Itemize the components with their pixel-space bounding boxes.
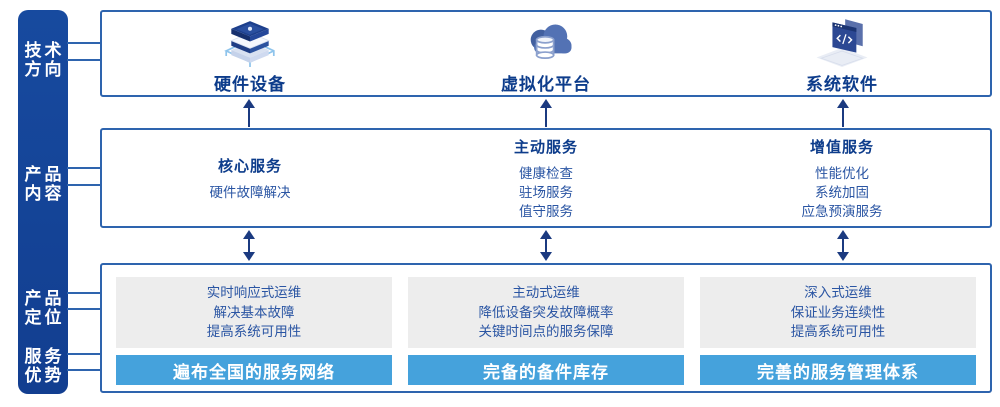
service-item: 健康检查 (519, 165, 573, 181)
connector-line (67, 59, 102, 61)
service-heading: 主动服务 (513, 138, 578, 156)
connector-line (67, 292, 102, 294)
rail-label-line: 方向 (24, 60, 65, 79)
positioning-panel: 主动式运维 降低设备突发故障概率 关键时间点的服务保障 (408, 277, 684, 348)
connector-line (67, 42, 102, 44)
advantage-bar: 完备的备件库存 (408, 355, 684, 385)
advantage-bar: 遍布全国的服务网络 (116, 355, 392, 385)
positioning-panel: 深入式运维 保证业务连续性 提高系统可用性 (700, 277, 976, 348)
double-arrow-icon (243, 230, 255, 261)
left-rail: 技术 方向 产品 内容 产品 定位 服务 优势 (18, 10, 68, 394)
positioning-line: 实时响应式运维 (206, 285, 302, 301)
service-col-value-added: 增值服务 性能优化 系统加固 应急预演服务 (694, 130, 990, 226)
service-item: 应急预演服务 (801, 203, 883, 219)
positioning-line: 关键时间点的服务保障 (478, 324, 614, 340)
product-content-box: 核心服务 硬件故障解决 主动服务 健康检查 驻场服务 值守服务 增值服务 性能优… (100, 128, 992, 228)
rail-label-line: 定位 (24, 308, 65, 327)
service-item: 硬件故障解决 (209, 184, 291, 200)
positioning-line: 提高系统可用性 (790, 324, 886, 340)
positioning-line: 深入式运维 (804, 285, 872, 301)
tech-col-virtualization: 虚拟化平台 (398, 12, 694, 95)
code-window-icon (816, 19, 868, 67)
positioning-line: 解决基本故障 (213, 304, 295, 320)
service-item: 值守服务 (519, 203, 573, 219)
positioning-col-deep: 深入式运维 保证业务连续性 提高系统可用性 完善的服务管理体系 (700, 277, 976, 385)
tech-direction-box: 硬件设备 虚拟化平台 (100, 10, 992, 97)
service-col-core: 核心服务 硬件故障解决 (102, 130, 398, 226)
up-arrow-icon (540, 99, 552, 127)
positioning-line: 主动式运维 (512, 285, 580, 301)
rail-label-line: 服务 (24, 347, 65, 366)
double-arrow-icon (540, 230, 552, 261)
rail-label-line: 产品 (24, 165, 65, 184)
tech-label: 硬件设备 (214, 75, 286, 94)
service-item: 驻场服务 (519, 184, 573, 200)
positioning-panel: 实时响应式运维 解决基本故障 提高系统可用性 (116, 277, 392, 348)
positioning-line: 保证业务连续性 (790, 304, 886, 320)
service-col-proactive: 主动服务 健康检查 驻场服务 值守服务 (398, 130, 694, 226)
rail-label-product-positioning: 产品 定位 (18, 289, 68, 327)
rail-label-line: 技术 (24, 41, 65, 60)
rail-label-service-advantage: 服务 优势 (18, 347, 68, 385)
service-heading: 增值服务 (809, 138, 874, 156)
positioning-col-realtime: 实时响应式运维 解决基本故障 提高系统可用性 遍布全国的服务网络 (116, 277, 392, 385)
tech-label: 系统软件 (806, 75, 878, 94)
service-item: 性能优化 (815, 165, 869, 181)
tech-col-hardware: 硬件设备 (102, 12, 398, 95)
tech-col-system-software: 系统软件 (694, 12, 990, 95)
connector-line (67, 353, 102, 355)
rail-label-line: 内容 (24, 184, 65, 203)
advantage-bar: 完善的服务管理体系 (700, 355, 976, 385)
connector-line (67, 184, 102, 186)
up-arrow-icon (243, 99, 255, 127)
rail-label-line: 产品 (24, 289, 65, 308)
server-stack-icon (224, 21, 275, 67)
double-arrow-icon (837, 230, 849, 261)
cloud-database-icon (530, 24, 572, 60)
connector-line (67, 167, 102, 169)
positioning-col-proactive: 主动式运维 降低设备突发故障概率 关键时间点的服务保障 完备的备件库存 (408, 277, 684, 385)
connector-line (67, 308, 102, 310)
rail-label-line: 优势 (24, 366, 65, 385)
service-item: 系统加固 (815, 184, 869, 200)
product-positioning-box: 实时响应式运维 解决基本故障 提高系统可用性 遍布全国的服务网络 主动式运维 降… (100, 263, 992, 393)
rail-label-product-content: 产品 内容 (18, 165, 68, 203)
rail-label-tech-direction: 技术 方向 (18, 41, 68, 79)
positioning-line: 提高系统可用性 (206, 324, 302, 340)
positioning-line: 降低设备突发故障概率 (478, 304, 614, 320)
tech-label: 虚拟化平台 (501, 75, 591, 94)
connector-line (67, 369, 102, 371)
service-heading: 核心服务 (217, 157, 282, 175)
up-arrow-icon (837, 99, 849, 127)
